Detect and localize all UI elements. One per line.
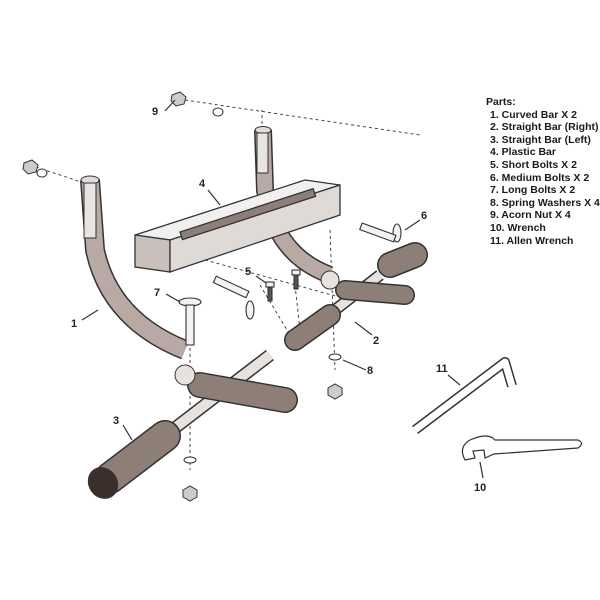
callout-1: 1 xyxy=(71,318,77,330)
nuts-washers xyxy=(22,91,343,502)
parts-list-item: 8. Spring Washers X 4 xyxy=(490,196,600,209)
acorn-nut xyxy=(327,383,343,400)
callout-4: 4 xyxy=(199,178,206,190)
medium-bolt xyxy=(212,275,255,320)
spring-washer xyxy=(183,456,197,464)
allen-wrench xyxy=(411,357,517,434)
callout-6: 6 xyxy=(421,210,427,222)
callout-5: 5 xyxy=(245,266,251,278)
leader-lines xyxy=(81,99,484,479)
plastic-bar xyxy=(134,179,341,273)
callouts: 9 4 6 5 7 1 2 8 3 11 10 xyxy=(71,106,486,494)
parts-list-title: Parts: xyxy=(486,96,516,108)
parts-list-item: 9. Acorn Nut X 4 xyxy=(490,209,571,222)
callout-3: 3 xyxy=(113,415,119,427)
acorn-nut xyxy=(170,91,187,107)
parts-list-item: 10. Wrench xyxy=(490,221,546,234)
callout-8: 8 xyxy=(367,365,373,377)
assembly-guides xyxy=(29,99,421,470)
callout-7: 7 xyxy=(154,287,160,299)
parts-list-item: 7. Long Bolts X 2 xyxy=(490,184,576,197)
callout-9: 9 xyxy=(152,106,158,118)
callout-10: 10 xyxy=(474,482,486,494)
long-bolt xyxy=(178,297,202,346)
straight-bar-left xyxy=(87,349,298,499)
spring-washer xyxy=(36,168,48,178)
short-bolt xyxy=(265,281,275,302)
straight-bar-right xyxy=(284,242,428,351)
wrench xyxy=(461,435,583,461)
bolts xyxy=(178,222,402,346)
parts-list-item: 6. Medium Bolts X 2 xyxy=(490,171,590,184)
parts-list-item: 2. Straight Bar (Right) xyxy=(490,121,599,134)
acorn-nut xyxy=(22,159,39,175)
acorn-nut xyxy=(182,485,198,502)
parts-list: Parts: 1. Curved Bar X 2 2. Straight Bar… xyxy=(486,96,600,247)
spring-washer xyxy=(328,353,342,361)
callout-2: 2 xyxy=(373,335,379,347)
parts-list-item: 4. Plastic Bar xyxy=(490,146,556,159)
parts-list-item: 3. Straight Bar (Left) xyxy=(490,133,591,146)
curved-bar-left xyxy=(80,175,189,360)
parts-list-item: 5. Short Bolts X 2 xyxy=(490,158,577,171)
callout-11: 11 xyxy=(436,363,448,375)
spring-washer xyxy=(212,107,224,117)
medium-bolt xyxy=(359,222,402,243)
parts-list-item: 11. Allen Wrench xyxy=(490,234,574,247)
parts-list-item: 1. Curved Bar X 2 xyxy=(490,108,577,121)
short-bolt xyxy=(291,269,301,290)
